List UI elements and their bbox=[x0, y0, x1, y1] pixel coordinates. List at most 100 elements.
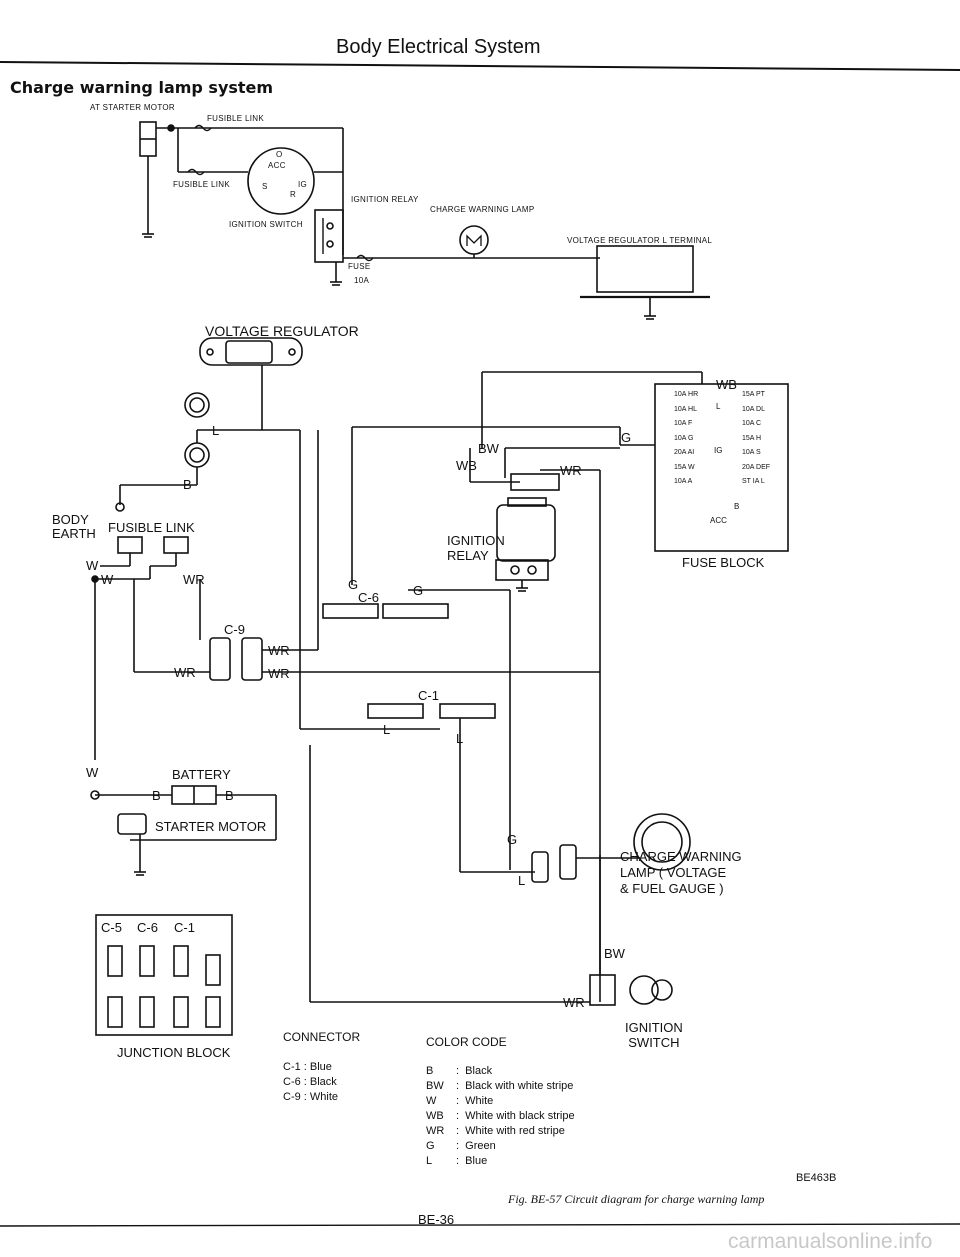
switch-pos-r: R bbox=[290, 190, 297, 199]
color-code-row: G: Green bbox=[426, 1140, 496, 1152]
body-earth-label: BODY EARTH bbox=[52, 512, 96, 541]
charge-warning-lamp-label: CHARGE WARNING LAMP bbox=[430, 205, 535, 214]
fuse-marker: B bbox=[734, 502, 740, 511]
fusible-link-label: FUSIBLE LINK bbox=[108, 520, 195, 535]
switch-pos-s: S bbox=[262, 182, 268, 191]
color-code: W bbox=[426, 1095, 437, 1107]
wire-label: L bbox=[212, 423, 220, 438]
color-code-legend: B: Black BW: Black with white stripe W: … bbox=[426, 1064, 575, 1169]
connector-legend-title: CONNECTOR bbox=[283, 1030, 361, 1044]
wire-label: WR bbox=[174, 665, 196, 680]
color-code-row: BW: Black with white stripe bbox=[426, 1080, 574, 1092]
fuse-label: FUSE bbox=[348, 262, 371, 271]
fuse-marker: ACC bbox=[710, 516, 727, 525]
color-code: BW bbox=[426, 1080, 444, 1092]
voltage-regulator-label: VOLTAGE REGULATOR bbox=[205, 323, 359, 339]
page-title: Body Electrical System bbox=[336, 36, 541, 58]
fusible-link-top-label: FUSIBLE LINK bbox=[207, 114, 264, 123]
wire-label: WR bbox=[563, 995, 585, 1010]
wire-label: B bbox=[152, 788, 161, 803]
figure-code: BE463B bbox=[796, 1172, 837, 1184]
fuse-item: 20A DEF bbox=[742, 463, 771, 471]
color-meaning: Blue bbox=[465, 1155, 488, 1167]
ignition-relay-label: IGNITION RELAY bbox=[351, 195, 419, 204]
connector-color: White bbox=[309, 1091, 339, 1103]
junction-block-label: JUNCTION BLOCK bbox=[117, 1045, 231, 1060]
connector-legend-row: C-1 : Blue bbox=[283, 1061, 332, 1073]
color-code: L bbox=[426, 1155, 433, 1167]
fusible-link-side-label: FUSIBLE LINK bbox=[173, 180, 230, 189]
connector-code: C-1 bbox=[283, 1061, 301, 1073]
fuse-item: 10A HL bbox=[674, 405, 697, 413]
fuse-item: ST IA L bbox=[742, 478, 765, 485]
color-code: WB bbox=[426, 1110, 444, 1122]
connector-legend-row: C-9 : White bbox=[283, 1091, 339, 1103]
fuse-item: 15A H bbox=[742, 434, 762, 442]
fuse-rating-label: 10A bbox=[354, 276, 370, 285]
watermark: carmanualsonline.info bbox=[728, 1230, 933, 1253]
wire-label: B bbox=[225, 788, 234, 803]
fuse-item: 10A C bbox=[742, 420, 762, 427]
wire-label: L bbox=[456, 731, 464, 746]
color-code: B bbox=[426, 1065, 434, 1077]
connector-legend-row: C-6 : Black bbox=[283, 1076, 337, 1088]
wire-label: WB bbox=[456, 458, 477, 473]
color-code-row: L: Blue bbox=[426, 1155, 488, 1167]
connector-c6-label: C-6 bbox=[358, 590, 379, 605]
at-starter-motor-label: AT STARTER MOTOR bbox=[90, 103, 175, 112]
color-meaning: Black with white stripe bbox=[465, 1080, 574, 1092]
color-code-title: COLOR CODE bbox=[426, 1035, 507, 1049]
switch-pos-off: O bbox=[276, 150, 283, 159]
wire-label: W bbox=[86, 558, 99, 573]
connector-c5-label: C-5 bbox=[101, 920, 122, 935]
wire-label: G bbox=[507, 832, 518, 847]
fuse-item: 10A G bbox=[674, 434, 694, 442]
fuse-item: 10A HR bbox=[674, 391, 699, 398]
connector-code: C-6 bbox=[283, 1076, 301, 1088]
page-number: BE-36 bbox=[418, 1212, 455, 1227]
connector-legend: C-1 : Blue C-6 : Black C-9 : White bbox=[283, 1060, 338, 1105]
wire-label: WR bbox=[268, 666, 290, 681]
wire-label: WB bbox=[716, 377, 737, 392]
fuse-item: 15A PT bbox=[742, 391, 765, 398]
wire-label: L bbox=[383, 722, 391, 737]
color-code-row: B: Black bbox=[426, 1065, 493, 1077]
color-code: WR bbox=[426, 1125, 445, 1137]
top-schematic bbox=[139, 121, 710, 320]
wire-label: WR bbox=[183, 572, 205, 587]
fuse-block-right-column: 15A PT 10A DL 10A C 15A H 10A S 20A DEF … bbox=[742, 388, 770, 490]
fuse-item: 15A W bbox=[674, 463, 695, 471]
wire-label: L bbox=[518, 873, 526, 888]
wire-label: WR bbox=[560, 463, 582, 478]
fuse-item: 10A F bbox=[674, 420, 693, 427]
main-wiring bbox=[90, 337, 789, 1036]
charge-warning-lamp-gauge-label: CHARGE WARNING LAMP ( VOLTAGE & FUEL GAU… bbox=[620, 849, 742, 896]
connector-c1-label: C-1 bbox=[418, 688, 439, 703]
wire-label: W bbox=[86, 765, 99, 780]
starter-motor-label: STARTER MOTOR bbox=[155, 819, 267, 834]
fuse-marker: L bbox=[716, 402, 721, 411]
switch-pos-ig: IG bbox=[298, 180, 308, 189]
fuse-marker: IG bbox=[714, 446, 723, 455]
connector-code: C-9 bbox=[283, 1091, 301, 1103]
ignition-switch-label: IGNITION SWITCH bbox=[229, 220, 303, 229]
color-meaning: White with black stripe bbox=[465, 1110, 575, 1122]
battery-label: BATTERY bbox=[172, 767, 231, 782]
wire-label: B bbox=[183, 477, 192, 492]
section-title: Charge warning lamp system bbox=[10, 78, 274, 97]
fuse-item: 20A AI bbox=[674, 449, 695, 456]
color-code-row: W: White bbox=[426, 1095, 494, 1107]
wire-label: G bbox=[621, 430, 632, 445]
wire-label: BW bbox=[478, 441, 499, 456]
fuse-item: 10A S bbox=[742, 449, 761, 456]
ignition-relay-label-main: IGNITION RELAY bbox=[447, 533, 505, 563]
color-meaning: White bbox=[465, 1095, 494, 1107]
figure-caption: Fig. BE-57 Circuit diagram for charge wa… bbox=[508, 1192, 765, 1206]
voltage-regulator-terminal-label: VOLTAGE REGULATOR L TERMINAL bbox=[567, 236, 713, 245]
switch-pos-acc: ACC bbox=[268, 161, 286, 170]
wire-label: W bbox=[101, 572, 114, 587]
color-code-row: WR: White with red stripe bbox=[426, 1125, 565, 1137]
fuse-item: 10A DL bbox=[742, 405, 765, 413]
junction-c6-label: C-6 bbox=[137, 920, 158, 935]
